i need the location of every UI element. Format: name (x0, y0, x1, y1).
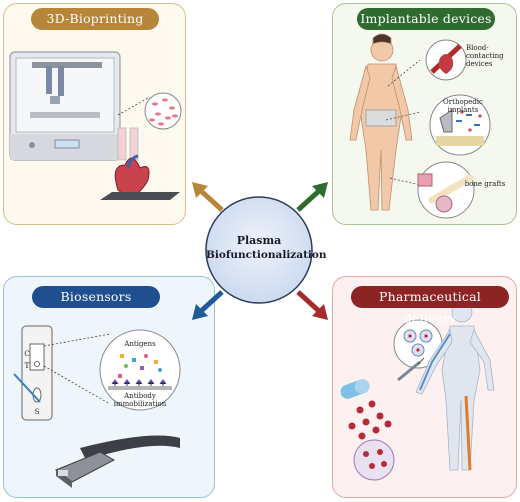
cell-zoom-circle (117, 92, 182, 130)
strip-label-c: C (24, 350, 30, 358)
title-implantable-devices: Implantable devices (357, 8, 495, 30)
arrow-to-biosensors (192, 290, 224, 320)
title-biosensors: Biosensors (32, 286, 160, 308)
strip-label-s: S (34, 408, 40, 416)
center-label-line1: Plasma (236, 234, 282, 247)
test-strip (13, 325, 53, 421)
strip-label-t: T (24, 362, 30, 370)
human-figure-pharma (415, 301, 495, 471)
center-label-line2: Biofunctionalization (206, 249, 327, 261)
label-orthopedic-implants: Orthopedic implants (443, 98, 483, 114)
antigen-zoom-circle (43, 329, 181, 411)
capsule-icon (340, 379, 370, 399)
center-circle (205, 196, 313, 304)
title-pharmaceutical-delivery: Pharmaceutical delivery (351, 286, 509, 326)
nanocarrier-sphere (353, 439, 395, 481)
syringe-icon (397, 357, 425, 382)
bone-grafts-circle (417, 161, 475, 219)
label-blood-contacting: Blood- contacting devices (466, 44, 504, 68)
arrow-to-implantable (296, 182, 328, 212)
arrow-to-pharma (296, 290, 328, 320)
center-label: Plasma Biofunctionalization (206, 234, 327, 262)
implant-callouts (385, 59, 421, 186)
bioprinter-illustration (9, 51, 121, 161)
title-3d-bioprinting: 3D-Bioprinting (31, 8, 159, 30)
blood-contacting-circle (425, 39, 467, 81)
human-figure (349, 33, 413, 211)
label-antigens: Antigens (124, 340, 156, 348)
label-antibody-immobilization: Antibody immobilization (113, 392, 167, 408)
bioprinted-heart (100, 127, 180, 200)
drug-particles (348, 400, 392, 440)
sensor-device (54, 435, 180, 488)
arrow-to-bioprinting (192, 182, 224, 212)
label-bone-grafts: bone grafts (464, 180, 506, 188)
orthopedic-implants-circle (429, 94, 491, 156)
